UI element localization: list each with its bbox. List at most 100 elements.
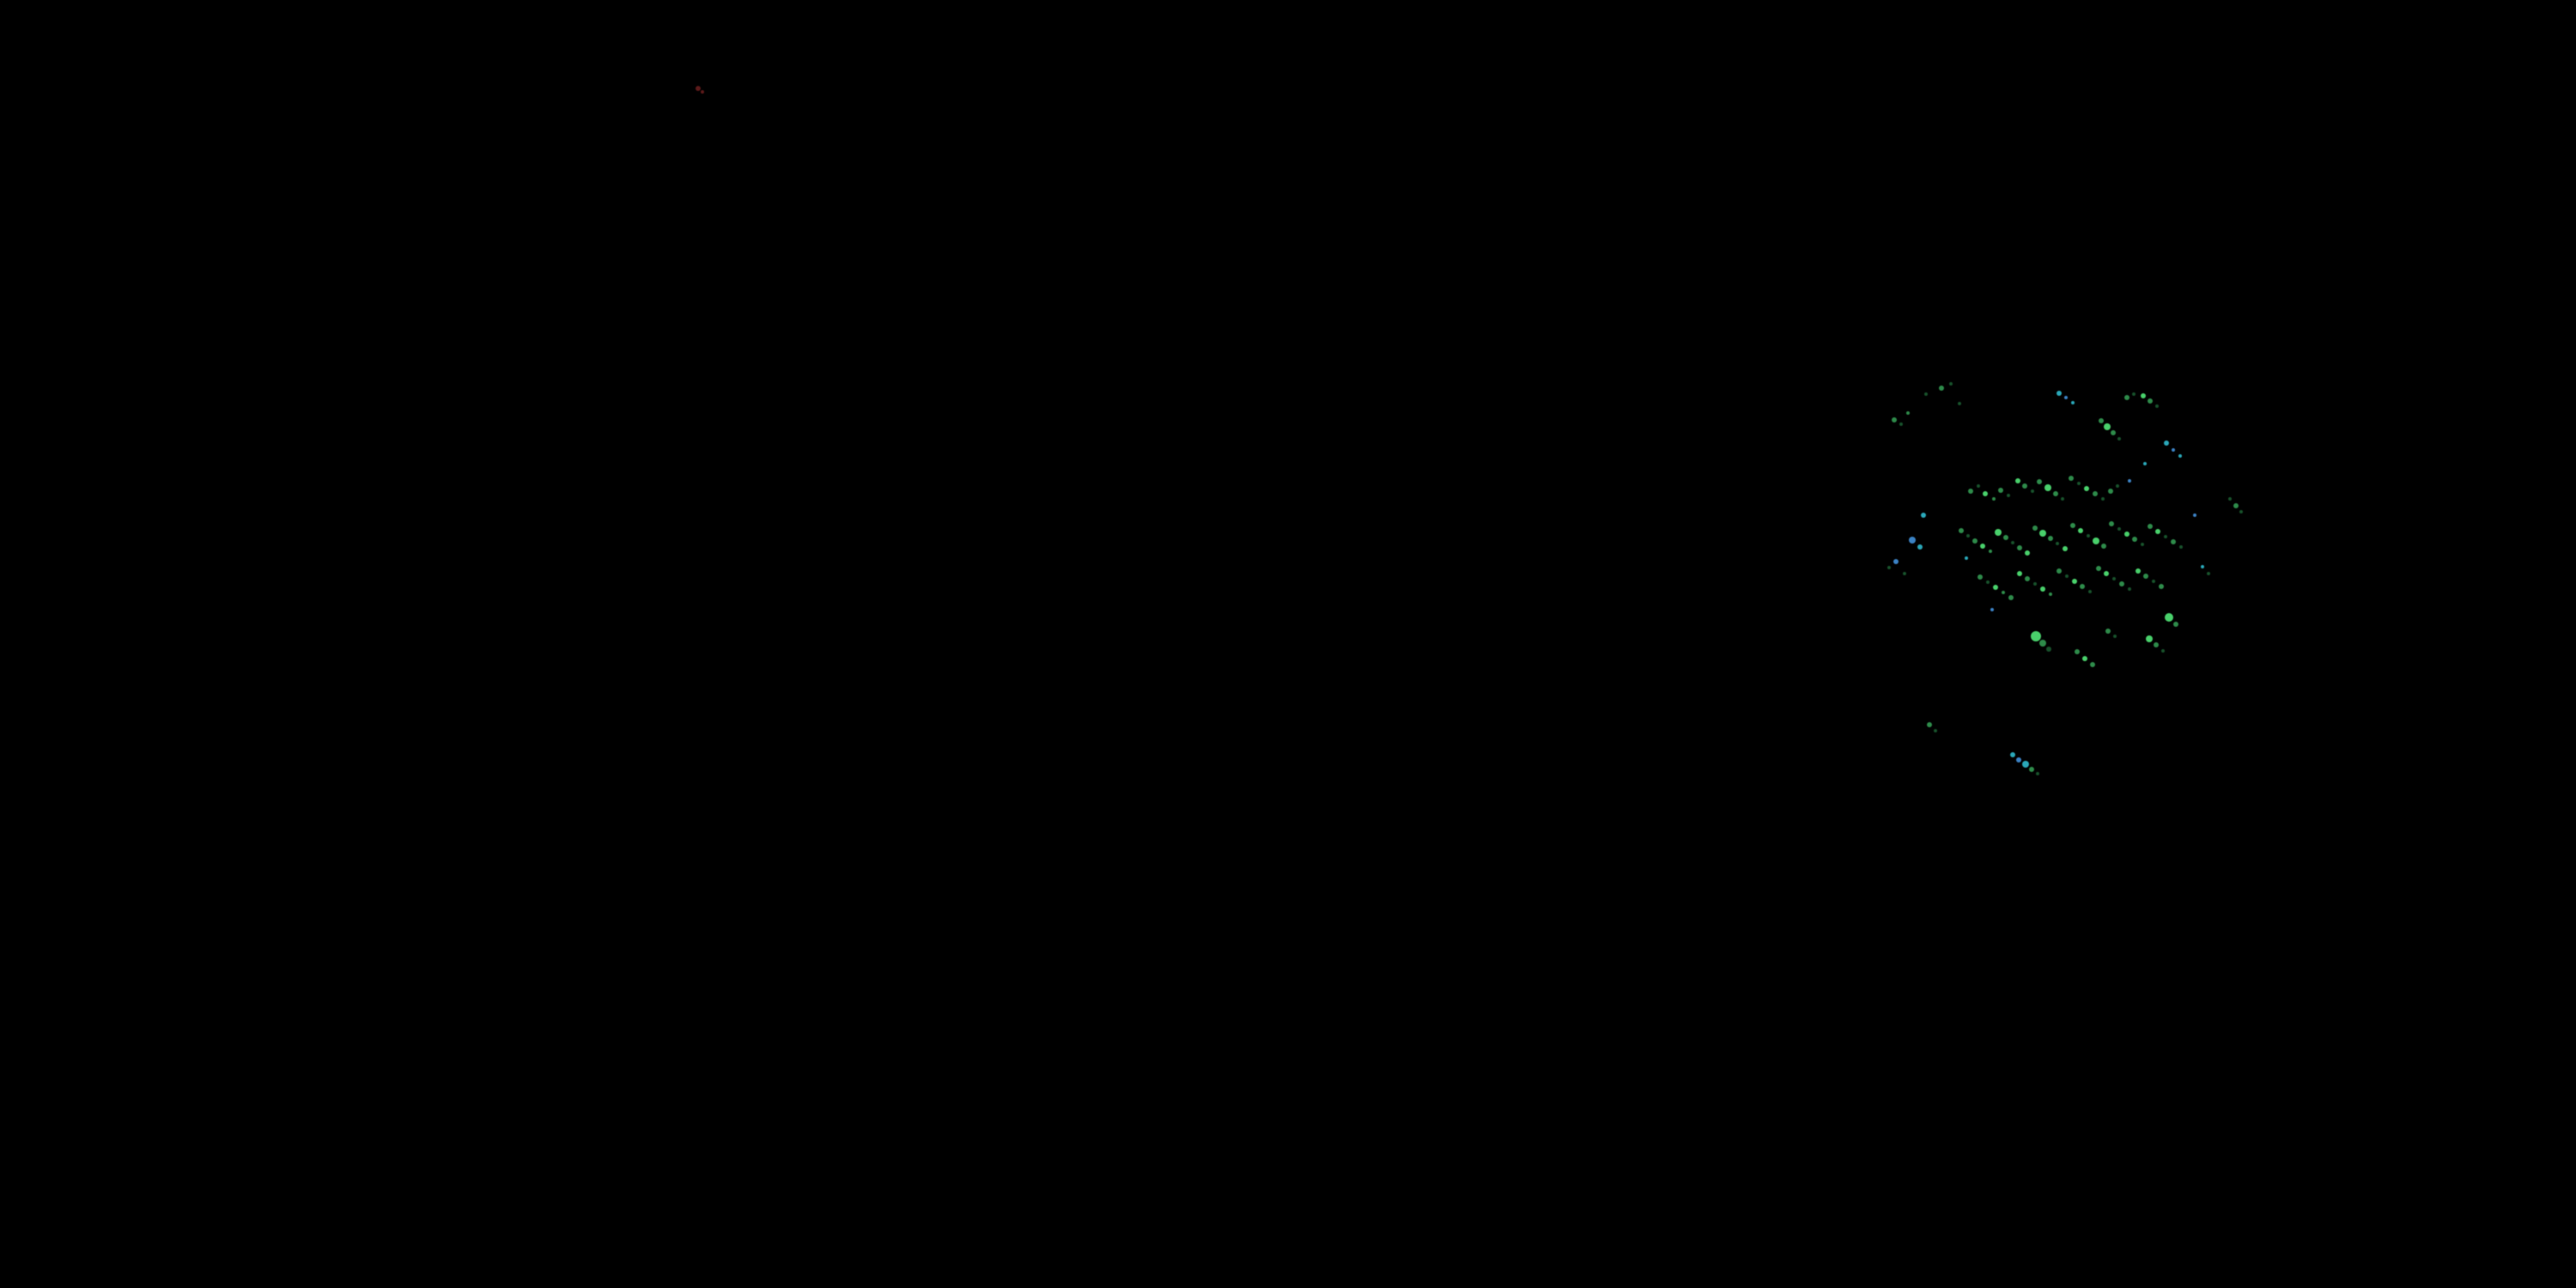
speckle-particle	[1893, 559, 1899, 564]
speckle-particle	[2117, 527, 2121, 531]
speckle-particle	[2022, 483, 2027, 489]
speckle-particle	[2093, 538, 2099, 544]
speckle-particle	[2039, 530, 2046, 537]
speckle-particle	[2075, 649, 2080, 654]
speckle-particle	[2032, 526, 2038, 531]
speckle-particle	[1983, 491, 1988, 496]
speckle-particle	[1899, 422, 1903, 426]
speckle-particle	[2099, 418, 2104, 423]
speckle-particle	[2117, 437, 2121, 440]
speckle-particle	[2148, 398, 2153, 404]
speckle-particle	[2164, 535, 2167, 538]
speckle-particle	[2128, 479, 2131, 483]
speckle-particle	[2017, 545, 2022, 550]
speckle-particle	[1968, 489, 1973, 494]
speckle-particle	[1993, 585, 1998, 590]
speckle-particle	[2207, 572, 2210, 575]
speckle-particle	[2128, 587, 2131, 591]
speckle-particle	[2087, 534, 2090, 538]
speckle-particle	[1966, 534, 1970, 538]
speckle-particle	[2154, 642, 2159, 647]
speckle-particle	[2056, 542, 2059, 545]
speckle-particle	[2039, 640, 2046, 647]
speckle-particle	[1972, 538, 1978, 544]
speckle-particle	[2161, 649, 2165, 653]
speckle-particle	[2048, 536, 2053, 541]
speckle-particle	[2025, 550, 2030, 556]
speckle-particle	[2049, 592, 2052, 596]
speckle-particle	[2155, 529, 2160, 534]
speckle-particle	[2152, 580, 2155, 583]
speckle-particle	[2143, 574, 2148, 579]
speckle-particle	[2113, 635, 2117, 638]
speckle-particle	[2046, 647, 2051, 652]
speckle-particle	[2040, 586, 2045, 592]
speckle-particle	[2044, 484, 2051, 491]
speckle-particle	[2071, 401, 2075, 404]
speckle-particle	[1998, 488, 2003, 493]
speckle-particle	[2010, 752, 2015, 757]
speckle-particle	[2072, 579, 2077, 584]
speckle-particle	[1958, 402, 1961, 405]
speckle-particle	[2033, 582, 2037, 586]
speckle-particle	[1892, 417, 1897, 422]
speckle-particle	[2031, 489, 2034, 493]
speckle-particle	[2070, 523, 2075, 528]
speckle-particle	[2173, 622, 2178, 627]
speckle-particle	[1903, 572, 1906, 575]
speckle-particle	[1939, 386, 1944, 391]
speckle-particle	[2155, 404, 2159, 408]
speckle-particle	[1980, 544, 1985, 549]
speckle-particle	[2080, 584, 2085, 589]
speckle-particle	[2016, 757, 2021, 762]
speckle-particle	[2090, 662, 2095, 667]
speckle-particle	[2124, 395, 2129, 400]
speckle-particle	[2132, 537, 2137, 542]
speckle-particle	[2228, 497, 2232, 501]
speckle-particle	[2057, 568, 2062, 574]
speckle-particle	[2022, 761, 2029, 768]
speckle-particle	[2078, 528, 2083, 533]
speckle-particle	[2148, 524, 2153, 529]
speckle-particle	[696, 86, 701, 91]
speckle-particle	[2025, 576, 2030, 581]
speckle-particle	[1924, 392, 1928, 396]
speckle-particle	[2101, 544, 2106, 549]
speckle-particle	[2036, 772, 2039, 775]
speckle-particle	[2105, 629, 2111, 634]
speckle-particle	[2065, 574, 2069, 578]
speckle-particle	[2029, 767, 2034, 772]
speckle-particle	[2132, 392, 2136, 396]
speckle-particle	[2201, 565, 2204, 568]
speckle-particle	[2082, 656, 2087, 661]
speckle-particle	[2193, 513, 2196, 517]
speckle-particle	[1995, 529, 2002, 536]
speckle-particle	[2124, 532, 2129, 537]
speckle-particle	[2165, 613, 2173, 622]
speckle-particle	[1921, 513, 1926, 518]
speckle-particle	[2159, 584, 2164, 589]
speckle-particle	[2239, 510, 2243, 513]
speckle-particle	[2136, 568, 2141, 574]
speckle-particle	[2146, 635, 2153, 642]
speckle-particle	[1977, 484, 1980, 488]
speckle-particle	[1992, 497, 1996, 501]
speckle-particle	[2093, 491, 2098, 496]
speckle-particle	[2069, 476, 2074, 481]
speckle-particle	[701, 90, 704, 94]
speckle-particle	[2179, 545, 2183, 549]
speckle-particle	[1927, 722, 1932, 727]
speckle-particle	[2104, 423, 2111, 430]
speckle-particle	[2037, 479, 2042, 484]
speckle-particle	[1986, 580, 1990, 584]
speckle-particle	[2109, 521, 2114, 526]
speckle-particle	[2108, 489, 2113, 494]
speckle-particle	[2178, 454, 2182, 458]
speckle-particle	[1909, 537, 1916, 544]
speckle-particle	[1949, 382, 1953, 386]
speckle-particle	[2007, 494, 2010, 497]
speckle-particle	[2141, 393, 2146, 398]
speckle-particle	[1978, 574, 1983, 580]
